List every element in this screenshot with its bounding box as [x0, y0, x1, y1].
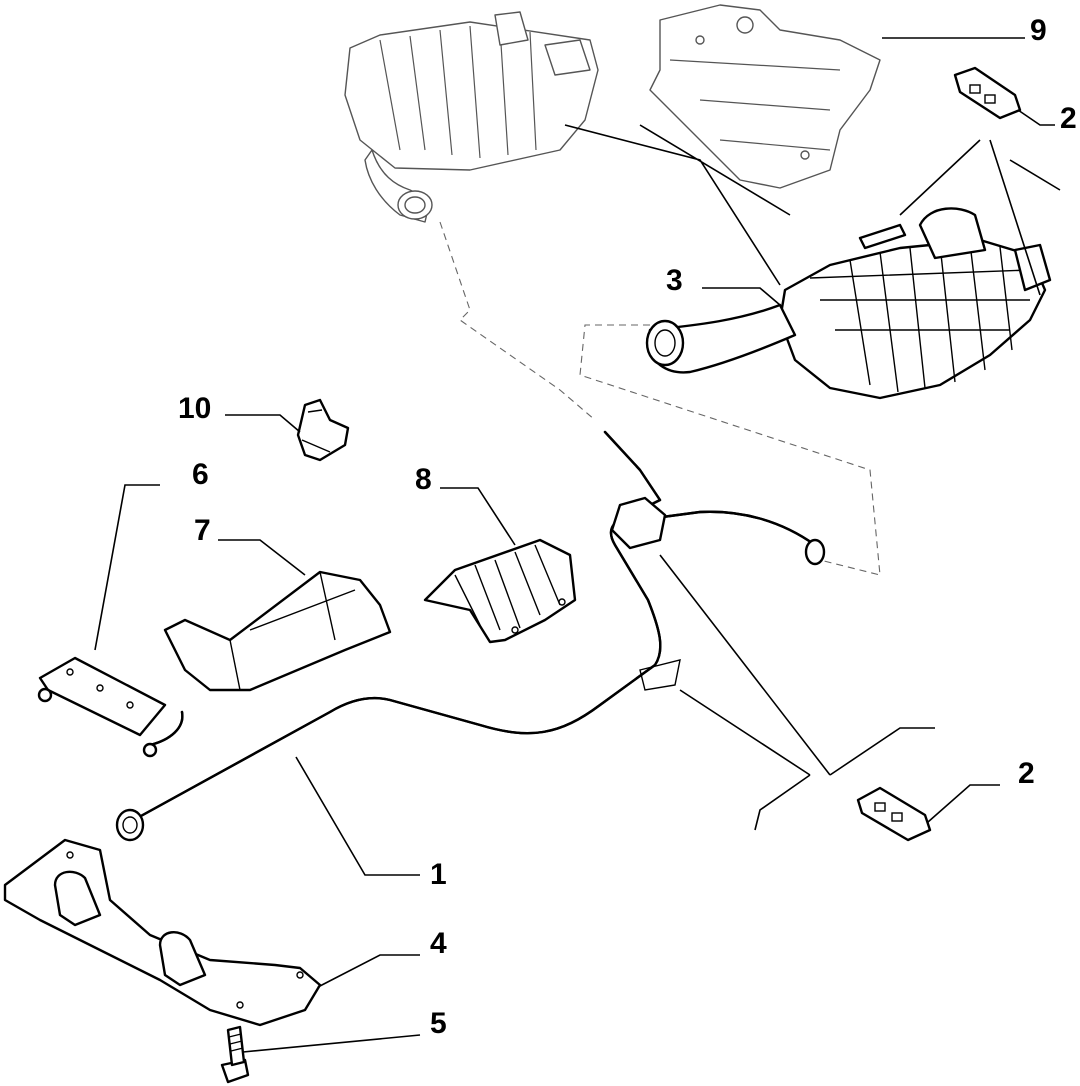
callout-6: 6: [192, 458, 209, 491]
callout-7: 7: [194, 514, 211, 547]
callout-labels: 1 2 2 3 4 5 6 7 8 9 10: [178, 14, 1077, 1040]
part-3-rear-silencer: [645, 207, 1052, 400]
callout-1: 1: [430, 858, 447, 891]
part-2-rubber-hanger-upper: [953, 66, 1022, 120]
part-9-heat-shield: [649, 4, 881, 189]
part-7-heat-shield: [163, 570, 392, 692]
callout-2-lower: 2: [1018, 757, 1035, 790]
part-6-mounting-bracket: [37, 656, 184, 758]
callout-5: 5: [430, 1007, 447, 1040]
part-10-clamp-bracket: [296, 398, 350, 462]
leader-lines: [94, 37, 1061, 1053]
callout-10: 10: [178, 392, 211, 425]
ghost-silencer-reference: [344, 11, 599, 223]
part-2-rubber-hanger-lower: [856, 786, 932, 842]
callout-9: 9: [1030, 14, 1047, 47]
part-1-intermediate-pipe: [115, 430, 826, 842]
callout-4: 4: [430, 927, 447, 960]
callout-2-upper: 2: [1060, 102, 1077, 135]
callout-3: 3: [666, 264, 683, 297]
part-4-cross-member: [3, 838, 322, 1027]
callout-8: 8: [415, 463, 432, 496]
assembly-guide-lines: [439, 221, 881, 576]
part-8-tunnel-heat-shield: [423, 538, 577, 644]
part-5-bolt: [220, 1025, 250, 1084]
